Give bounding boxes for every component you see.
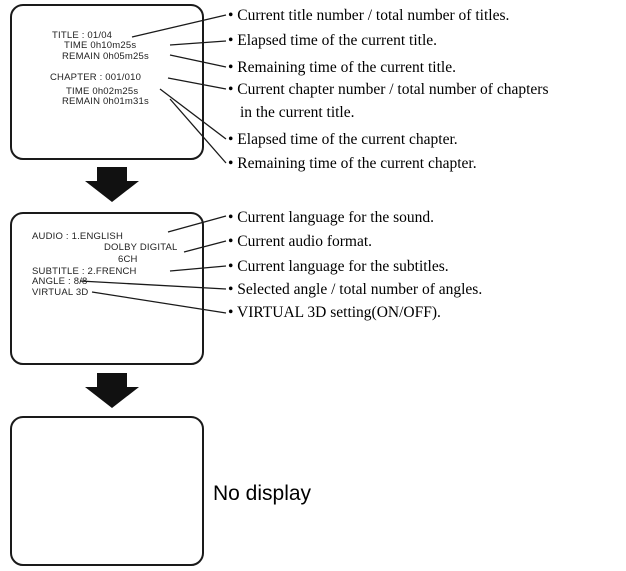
desc-audio-format: • Current audio format.: [228, 233, 373, 250]
screen-panel-blank: [10, 416, 204, 566]
screen-panel-title-chapter: [10, 4, 204, 160]
osd-chapter-remain: REMAIN 0h01m31s: [62, 96, 149, 107]
osd-title-time: TIME 0h10m25s: [64, 40, 137, 51]
osd-chapter: CHAPTER : 001/010: [50, 72, 142, 83]
osd-audio-format: DOLBY DIGITAL: [104, 242, 178, 253]
leader-subtitle-language: [169, 265, 227, 272]
osd-chapter-time: TIME 0h02m25s: [66, 86, 139, 97]
screen-panel-audio: [10, 212, 204, 365]
no-display-label: No display: [213, 482, 312, 505]
leader-virtual3d: [91, 291, 227, 314]
arrow-down-icon: [85, 373, 139, 408]
leader-chapter-elapsed: [159, 88, 227, 140]
desc-chapter-elapsed: • Elapsed time of the current chapter.: [228, 131, 458, 148]
desc-title-number: • Current title number / total number of…: [228, 7, 510, 24]
desc-chapter-remaining: • Remaining time of the current chapter.: [228, 155, 477, 172]
leader-audio-format: [183, 240, 227, 253]
leader-title-elapsed: [169, 40, 227, 46]
desc-subtitle-language: • Current language for the subtitles.: [228, 258, 449, 275]
osd-audio-channels: 6CH: [118, 254, 138, 265]
leader-chapter-number: [167, 77, 227, 90]
desc-title-remaining: • Remaining time of the current title.: [228, 59, 456, 76]
osd-angle: ANGLE : 8/8: [32, 276, 88, 287]
arrow-down-icon: [85, 167, 139, 202]
osd-title-remain: REMAIN 0h05m25s: [62, 51, 149, 62]
leader-chapter-remaining: [169, 98, 227, 164]
leader-audio-language: [167, 215, 227, 233]
osd-virtual3d: VIRTUAL 3D: [32, 287, 89, 298]
leader-title-remaining: [169, 54, 227, 68]
desc-virtual3d: • VIRTUAL 3D setting(ON/OFF).: [228, 304, 441, 321]
osd-subtitle: SUBTITLE : 2.FRENCH: [32, 266, 137, 277]
desc-title-elapsed: • Elapsed time of the current title.: [228, 32, 438, 49]
osd-title: TITLE : 01/04: [52, 30, 113, 41]
osd-audio: AUDIO : 1.ENGLISH: [32, 231, 124, 242]
desc-chapter-number-cont: in the current title.: [240, 104, 355, 121]
leader-angle: [79, 280, 227, 290]
desc-angle: • Selected angle / total number of angle…: [228, 281, 483, 298]
leader-title-number: [131, 14, 227, 38]
desc-audio-language: • Current language for the sound.: [228, 209, 435, 226]
desc-chapter-number: • Current chapter number / total number …: [228, 81, 549, 98]
